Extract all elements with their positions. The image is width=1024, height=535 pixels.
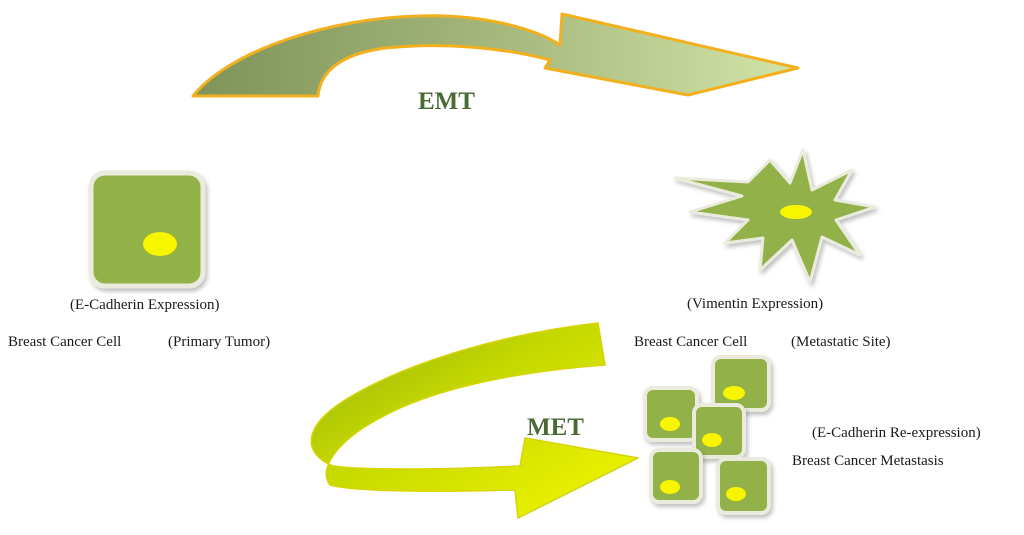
cluster-cell [692,403,746,459]
metastatic-cell-label: Breast Cancer Cell [634,334,748,350]
vimentin-cell [673,148,877,284]
e-cadherin-label: (E-Cadherin Expression) [70,297,220,313]
primary-tumor-cell [88,170,206,289]
cluster-cell [643,386,699,442]
metastasis-label: Breast Cancer Metastasis [792,453,944,469]
nucleus [780,205,812,219]
met-arrow [310,322,639,519]
primary-cell-label: Breast Cancer Cell [8,334,122,350]
primary-tumor-label: (Primary Tumor) [168,334,271,350]
cluster-cell [716,457,771,515]
metastatic-site-label: (Metastatic Site) [791,334,891,350]
met-label: MET [527,414,584,441]
vimentin-label: (Vimentin Expression) [687,296,824,312]
metastasis-cluster [643,355,771,515]
emt-arrow [191,12,800,98]
nucleus [143,232,177,256]
cluster-cell [649,448,703,504]
re-expression-label: (E-Cadherin Re-expression) [812,425,981,441]
cluster-cell [711,355,771,412]
emt-label: EMT [418,88,475,115]
